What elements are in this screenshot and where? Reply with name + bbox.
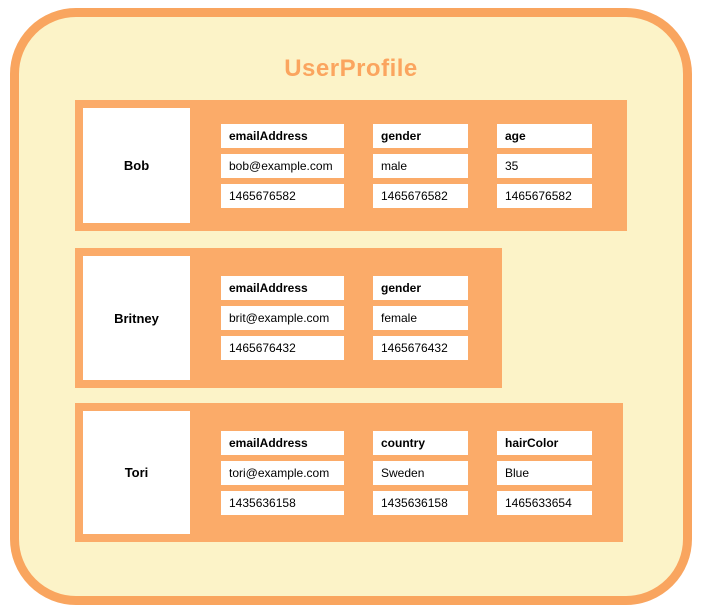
column-name-cell: gender bbox=[373, 123, 468, 148]
column-emailaddress: emailAddress bob@example.com 1465676582 bbox=[221, 123, 344, 208]
column-country: country Sweden 1435636158 bbox=[373, 430, 468, 515]
row-columns: emailAddress tori@example.com 1435636158… bbox=[221, 411, 592, 534]
column-emailaddress: emailAddress tori@example.com 1435636158 bbox=[221, 430, 344, 515]
column-value-cell: tori@example.com bbox=[221, 460, 344, 485]
column-timestamp-cell: 1435636158 bbox=[373, 490, 468, 515]
column-value-cell: 35 bbox=[497, 153, 592, 178]
column-value-cell: Blue bbox=[497, 460, 592, 485]
row-columns: emailAddress bob@example.com 1465676582 … bbox=[221, 108, 592, 223]
column-name-cell: age bbox=[497, 123, 592, 148]
column-timestamp-cell: 1465676432 bbox=[373, 336, 468, 360]
column-timestamp-cell: 1465676582 bbox=[221, 183, 344, 208]
row-block-britney: Britney emailAddress brit@example.com 14… bbox=[75, 248, 502, 388]
column-timestamp-cell: 1435636158 bbox=[221, 490, 344, 515]
row-key-box: Tori bbox=[83, 411, 190, 534]
row-block-bob: Bob emailAddress bob@example.com 1465676… bbox=[75, 100, 627, 231]
column-name-cell: hairColor bbox=[497, 430, 592, 455]
column-timestamp-cell: 1465676582 bbox=[373, 183, 468, 208]
column-gender: gender male 1465676582 bbox=[373, 123, 468, 208]
column-name-cell: emailAddress bbox=[221, 276, 344, 300]
column-timestamp-cell: 1465633654 bbox=[497, 490, 592, 515]
column-value-cell: Sweden bbox=[373, 460, 468, 485]
column-emailaddress: emailAddress brit@example.com 1465676432 bbox=[221, 276, 344, 360]
row-columns: emailAddress brit@example.com 1465676432… bbox=[221, 256, 468, 380]
row-key-box: Bob bbox=[83, 108, 190, 223]
column-value-cell: bob@example.com bbox=[221, 153, 344, 178]
column-gender: gender female 1465676432 bbox=[373, 276, 468, 360]
column-haircolor: hairColor Blue 1465633654 bbox=[497, 430, 592, 515]
column-name-cell: emailAddress bbox=[221, 123, 344, 148]
column-name-cell: emailAddress bbox=[221, 430, 344, 455]
column-age: age 35 1465676582 bbox=[497, 123, 592, 208]
column-timestamp-cell: 1465676432 bbox=[221, 336, 344, 360]
row-block-tori: Tori emailAddress tori@example.com 14356… bbox=[75, 403, 623, 542]
panel-title: UserProfile bbox=[284, 55, 418, 82]
column-value-cell: brit@example.com bbox=[221, 306, 344, 330]
column-timestamp-cell: 1465676582 bbox=[497, 183, 592, 208]
column-value-cell: female bbox=[373, 306, 468, 330]
column-name-cell: gender bbox=[373, 276, 468, 300]
row-key-box: Britney bbox=[83, 256, 190, 380]
column-value-cell: male bbox=[373, 153, 468, 178]
column-name-cell: country bbox=[373, 430, 468, 455]
